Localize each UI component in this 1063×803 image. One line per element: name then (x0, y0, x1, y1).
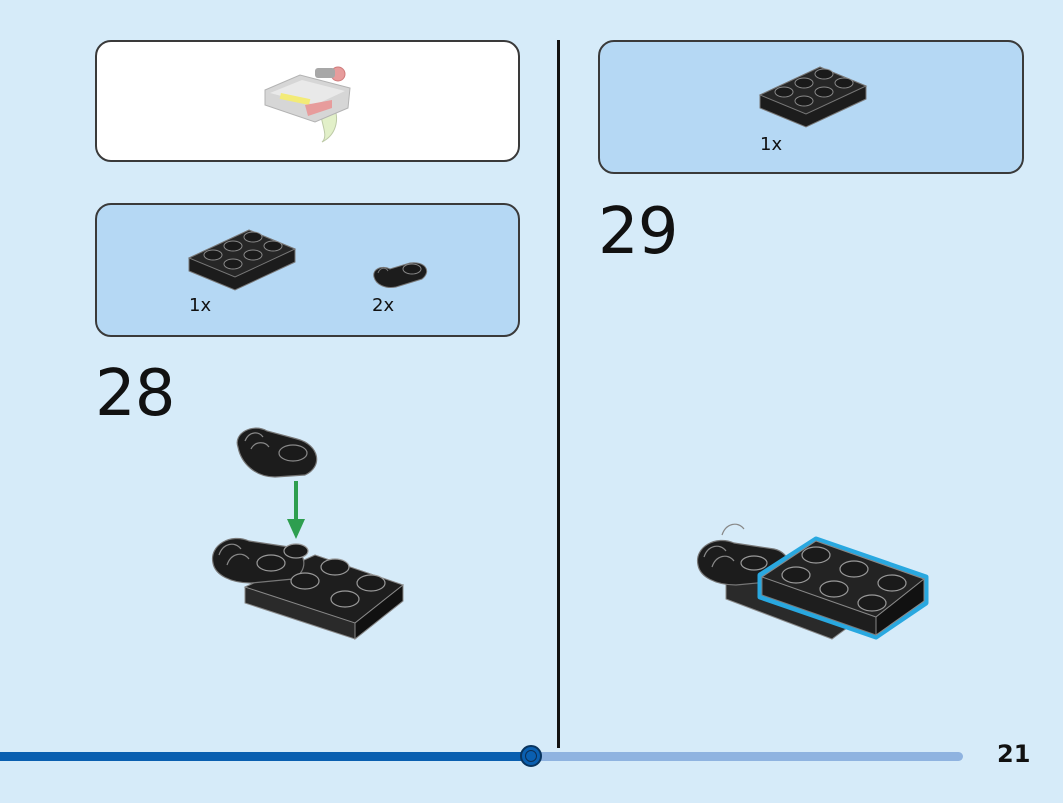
parts-list-step-28: 1x 2x (95, 203, 520, 337)
column-divider (557, 40, 560, 748)
step-28-illustration (212, 427, 405, 641)
clip-plate-falling-icon (236, 427, 318, 478)
progress-marker-icon (520, 745, 542, 767)
assembly-arrow-icon (287, 481, 305, 539)
plate-2x3-icon (187, 229, 297, 291)
step-29-illustration (697, 523, 929, 640)
progress-bar-completed (0, 752, 533, 761)
quantity-plate-2x3: 1x (189, 295, 212, 316)
quantity-plate-2x3: 1x (760, 134, 783, 155)
subassembly-preview-icon (264, 66, 351, 143)
quantity-clip-plate: 2x (372, 295, 395, 316)
new-plate-highlighted-icon (757, 536, 929, 640)
progress-bar-remaining (533, 752, 963, 761)
step-number-28: 28 (95, 357, 175, 431)
page-number: 21 (997, 740, 1031, 768)
step-number-29: 29 (598, 195, 678, 269)
subassembly-callout (95, 40, 520, 162)
plate-assembly-icon (212, 537, 405, 641)
plate-2x3-icon (758, 66, 868, 128)
parts-list-step-29: 1x (598, 40, 1024, 174)
clip-plate-icon (373, 262, 428, 288)
